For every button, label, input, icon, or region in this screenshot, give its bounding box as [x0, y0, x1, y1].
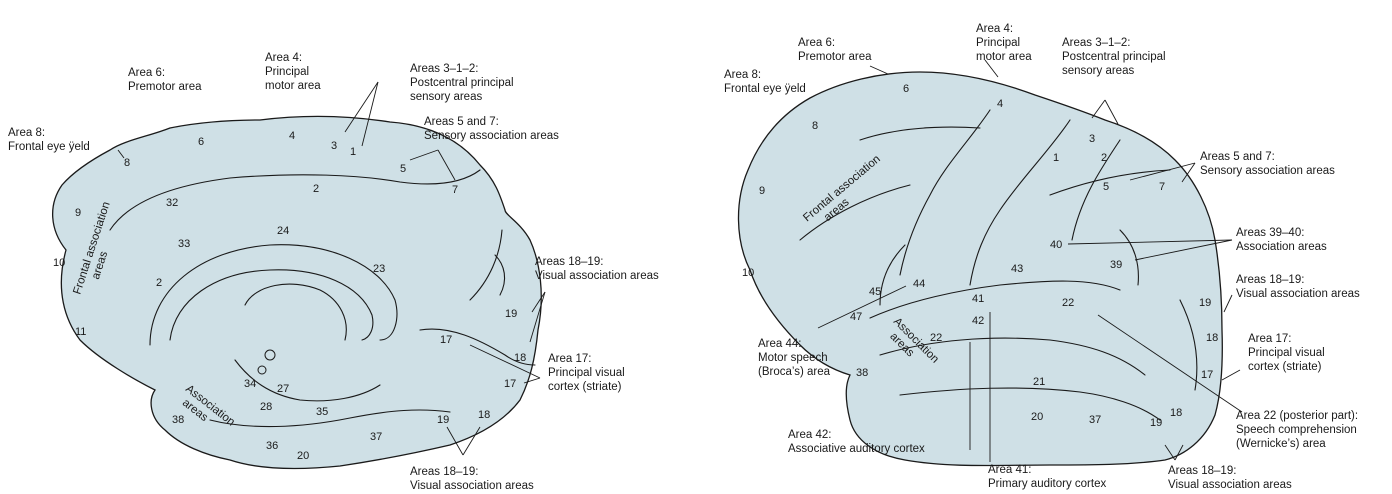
- num-lateral-18b: 18: [1170, 407, 1182, 419]
- medial-cortex-shape: [53, 116, 542, 468]
- num-lateral-41: 41: [972, 293, 984, 305]
- num-lateral-19a: 19: [1199, 297, 1211, 309]
- num-medial-2a: 2: [313, 183, 319, 195]
- num-medial-1: 1: [350, 146, 356, 158]
- num-medial-2b: 2: [156, 277, 162, 289]
- num-lateral-47: 47: [850, 311, 862, 323]
- num-lateral-19b: 19: [1150, 417, 1162, 429]
- num-lateral-3: 3: [1089, 133, 1095, 145]
- label-lateral-area6: Area 6:Premotor area: [798, 37, 872, 63]
- num-lateral-10: 10: [742, 267, 754, 279]
- num-lateral-21: 21: [1033, 376, 1045, 388]
- num-lateral-39: 39: [1110, 259, 1122, 271]
- num-medial-34: 34: [244, 378, 256, 390]
- num-lateral-4: 4: [997, 98, 1003, 110]
- num-medial-3: 3: [331, 140, 337, 152]
- num-lateral-38: 38: [856, 367, 868, 379]
- num-lateral-42: 42: [972, 315, 984, 327]
- medial-view: Area 8:Frontal eye ÿeld Area 6:Premotor …: [8, 52, 659, 492]
- num-medial-28: 28: [260, 401, 272, 413]
- label-lateral-area41: Area 41:Primary auditory cortex: [988, 464, 1106, 490]
- num-lateral-9: 9: [759, 185, 765, 197]
- lateral-view: Area 4:Principalmotor area Area 6:Premot…: [724, 23, 1360, 491]
- num-medial-18b: 18: [478, 409, 490, 421]
- num-medial-11: 11: [75, 326, 86, 338]
- label-medial-area4: Area 4:Principalmotor area: [265, 52, 321, 92]
- num-medial-17a: 17: [440, 334, 452, 346]
- label-lateral-areas1819-right: Areas 18–19:Visual association areas: [1236, 274, 1360, 300]
- num-lateral-40: 40: [1050, 239, 1062, 251]
- label-medial-areas57: Areas 5 and 7:Sensory association areas: [424, 116, 559, 142]
- label-medial-areas1819-lower: Areas 18–19:Visual association areas: [410, 466, 534, 492]
- num-medial-38: 38: [172, 414, 184, 426]
- num-medial-23: 23: [373, 263, 385, 275]
- num-lateral-18a: 18: [1206, 332, 1218, 344]
- num-medial-27: 27: [277, 383, 289, 395]
- leader-lateral-area1819-right: [1224, 295, 1232, 312]
- num-medial-19b: 19: [437, 414, 449, 426]
- label-medial-area8: Area 8:Frontal eye ÿeld: [8, 127, 90, 153]
- num-medial-10: 10: [53, 257, 65, 269]
- num-medial-7: 7: [452, 184, 458, 196]
- label-lateral-areas1819-bottom: Areas 18–19:Visual association areas: [1168, 465, 1292, 491]
- leader-lateral-area17: [1222, 370, 1240, 380]
- num-lateral-22b: 22: [930, 332, 942, 344]
- num-lateral-2: 2: [1101, 152, 1107, 164]
- label-lateral-areas312: Areas 3–1–2:Postcentral principalsensory…: [1062, 37, 1166, 77]
- num-lateral-44: 44: [913, 278, 925, 290]
- num-lateral-17: 17: [1201, 369, 1213, 381]
- num-lateral-43: 43: [1011, 263, 1023, 275]
- num-medial-20: 20: [297, 450, 309, 462]
- num-medial-33: 33: [178, 238, 190, 250]
- label-medial-area6: Area 6:Premotor area: [128, 67, 202, 93]
- num-medial-18a: 18: [514, 352, 526, 364]
- num-lateral-45: 45: [869, 286, 881, 298]
- num-medial-9: 9: [75, 207, 81, 219]
- leader-lateral-area6: [870, 66, 888, 74]
- num-medial-32: 32: [166, 197, 178, 209]
- label-lateral-areas57: Areas 5 and 7:Sensory association areas: [1200, 151, 1335, 177]
- num-medial-36: 36: [266, 440, 278, 452]
- num-medial-6: 6: [198, 136, 204, 148]
- num-lateral-7: 7: [1159, 181, 1165, 193]
- num-medial-8: 8: [124, 157, 130, 169]
- leader-lateral-area312-a: [1092, 100, 1105, 118]
- label-medial-areas1819-upper: Areas 18–19:Visual association areas: [535, 256, 659, 282]
- num-medial-17b: 17: [504, 378, 516, 390]
- num-lateral-37: 37: [1089, 414, 1101, 426]
- num-medial-19a: 19: [505, 308, 517, 320]
- label-lateral-area8: Area 8:Frontal eye ÿeld: [724, 69, 806, 95]
- num-medial-35: 35: [316, 406, 328, 418]
- num-medial-4: 4: [289, 130, 295, 142]
- label-lateral-area22: Area 22 (posterior part):Speech comprehe…: [1236, 410, 1358, 450]
- num-lateral-8: 8: [812, 120, 818, 132]
- num-lateral-6: 6: [903, 83, 909, 95]
- num-lateral-5: 5: [1103, 181, 1109, 193]
- num-lateral-1: 1: [1053, 152, 1059, 164]
- num-lateral-20: 20: [1031, 411, 1043, 423]
- label-lateral-areas3940: Areas 39–40:Association areas: [1236, 227, 1327, 253]
- num-lateral-22: 22: [1062, 297, 1074, 309]
- num-medial-5: 5: [400, 163, 406, 175]
- num-medial-37: 37: [370, 431, 382, 443]
- num-medial-24: 24: [277, 225, 289, 237]
